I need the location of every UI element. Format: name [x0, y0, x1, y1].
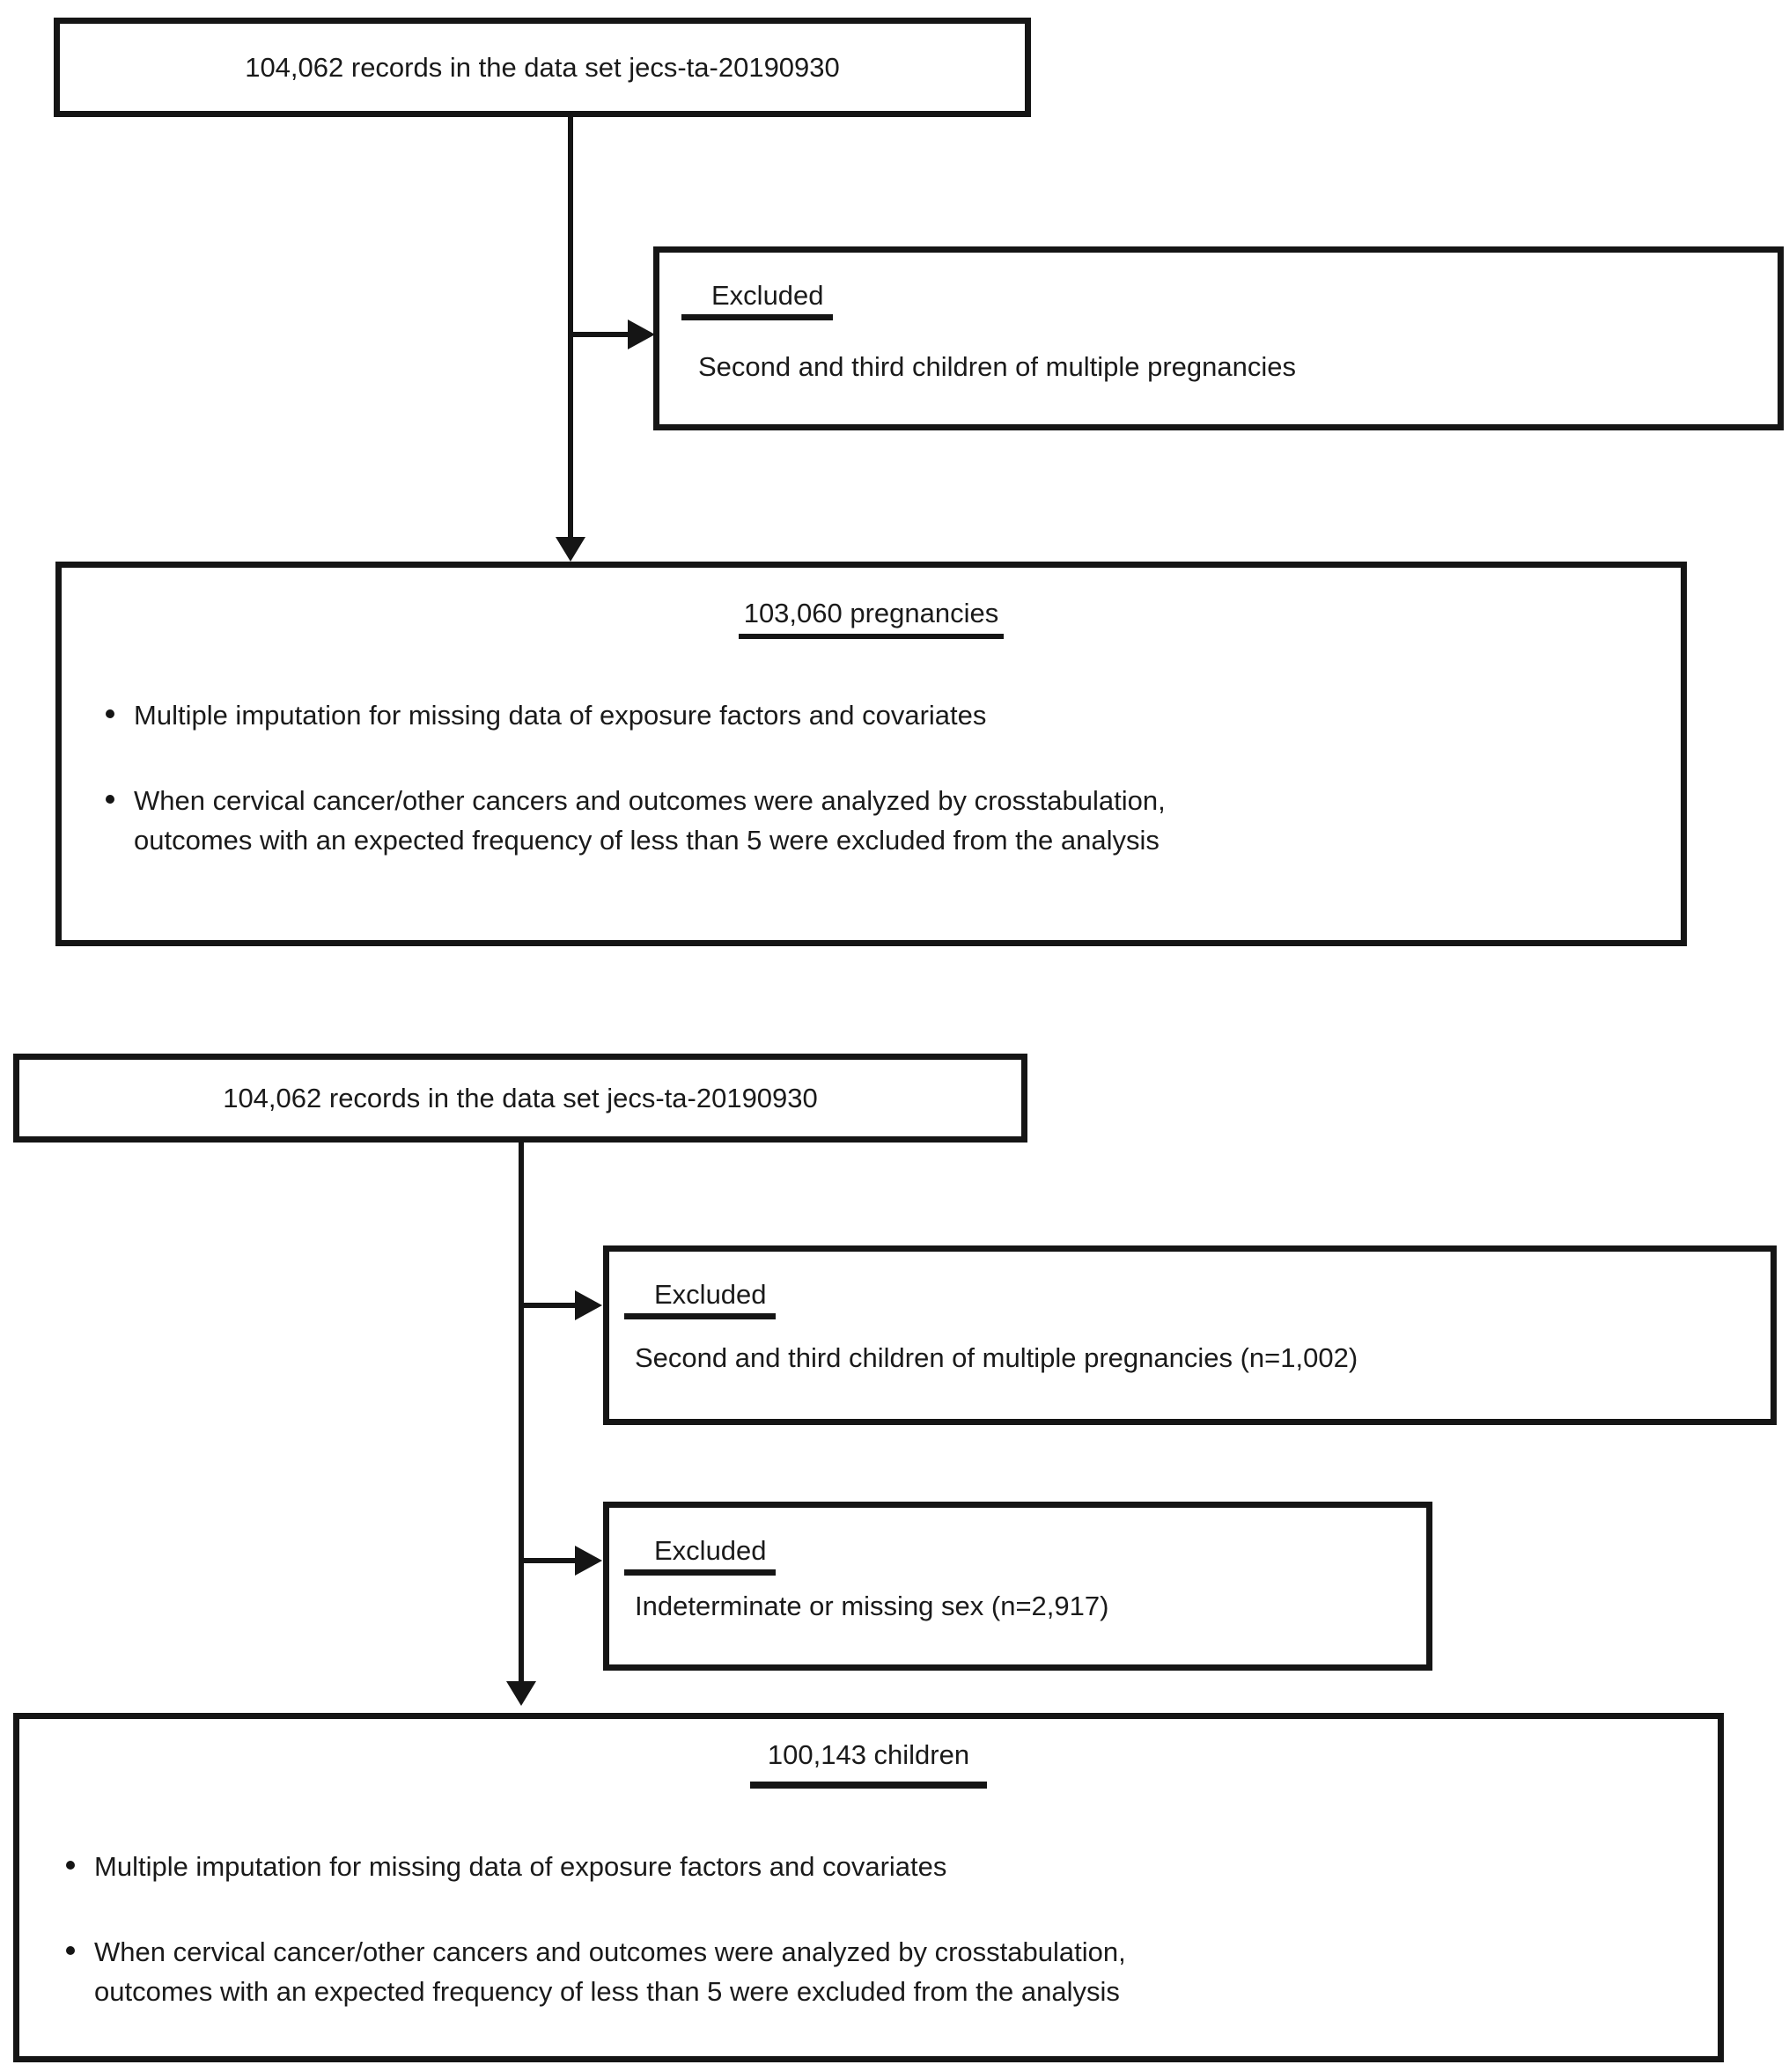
bottom-result-bullet-2-text: When cervical cancer/other cancers and o… [94, 1932, 1126, 2011]
bottom-arrow-right-icon-2 [575, 1546, 602, 1576]
bottom-flow-connector-line [519, 1143, 524, 1681]
top-source-label: 104,062 records in the data set jecs-ta-… [245, 51, 840, 83]
bottom-result-bullet-2-line-1: When cervical cancer/other cancers and o… [94, 1936, 1126, 1967]
top-arrow-down-icon [556, 537, 585, 562]
bottom-arrow-right-icon-1 [575, 1290, 602, 1320]
bottom-excluded-box-1: Excluded Second and third children of mu… [603, 1245, 1777, 1425]
top-flow-connector-line [568, 117, 573, 537]
bottom-excluded-box-2: Excluded Indeterminate or missing sex (n… [603, 1502, 1432, 1671]
top-result-title: 103,060 pregnancies [738, 598, 1005, 639]
bullet-dot-icon [66, 1861, 75, 1870]
bottom-result-bullet-1: Multiple imputation for missing data of … [66, 1847, 946, 1886]
bottom-result-box: 100,143 children Multiple imputation for… [13, 1713, 1724, 2062]
bottom-excluded-1-reason: Second and third children of multiple pr… [635, 1342, 1358, 1373]
top-result-bullet-1: Multiple imputation for missing data of … [106, 695, 986, 735]
top-arrow-right-icon [628, 320, 655, 349]
bottom-branch-connector-line-1 [521, 1303, 575, 1308]
bottom-excluded-1-heading: Excluded [624, 1279, 776, 1319]
top-result-bullet-2: When cervical cancer/other cancers and o… [106, 781, 1166, 860]
bottom-excluded-2-heading: Excluded [624, 1535, 776, 1576]
top-source-box: 104,062 records in the data set jecs-ta-… [54, 18, 1031, 117]
bottom-source-box: 104,062 records in the data set jecs-ta-… [13, 1054, 1027, 1143]
bottom-branch-connector-line-2 [521, 1558, 575, 1563]
bottom-result-bullet-1-text: Multiple imputation for missing data of … [94, 1851, 947, 1882]
bullet-dot-icon [106, 795, 114, 804]
top-excluded-reason: Second and third children of multiple pr… [698, 351, 1296, 382]
top-result-bullet-2-line-2: outcomes with an expected frequency of l… [134, 825, 1160, 856]
bottom-excluded-2-reason: Indeterminate or missing sex (n=2,917) [635, 1591, 1109, 1621]
top-result-bullet-2-text: When cervical cancer/other cancers and o… [134, 781, 1166, 860]
bullet-dot-icon [66, 1946, 75, 1955]
top-excluded-box: Excluded Second and third children of mu… [653, 246, 1784, 430]
top-branch-connector-line [571, 332, 628, 337]
bottom-result-bullet-2-line-2: outcomes with an expected frequency of l… [94, 1976, 1120, 2007]
bottom-source-label: 104,062 records in the data set jecs-ta-… [223, 1082, 818, 1113]
bullet-dot-icon [106, 709, 114, 718]
bottom-arrow-down-icon [506, 1681, 536, 1706]
bottom-result-bullet-2: When cervical cancer/other cancers and o… [66, 1932, 1126, 2011]
top-result-box: 103,060 pregnancies Multiple imputation … [55, 562, 1687, 946]
top-result-bullet-1-text: Multiple imputation for missing data of … [134, 700, 987, 731]
top-excluded-heading: Excluded [681, 280, 833, 320]
top-result-bullet-2-line-1: When cervical cancer/other cancers and o… [134, 785, 1166, 816]
bottom-result-title: 100,143 children [749, 1739, 988, 1789]
